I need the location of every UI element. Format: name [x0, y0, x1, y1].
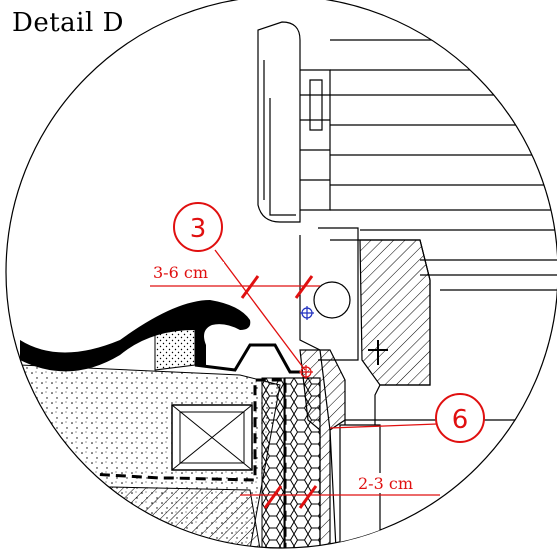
callout-3: 3 [173, 202, 223, 252]
callout-6-label: 6 [452, 405, 469, 435]
flashing [194, 343, 300, 374]
dimension-label-3-6cm: 3-6 cm [153, 263, 208, 282]
dimension-lines [150, 249, 440, 509]
dimension-label-2-3cm: 2-3 cm [358, 474, 413, 493]
section-content [19, 21, 557, 548]
roof-membrane [20, 300, 251, 372]
hex-insulation [284, 377, 321, 548]
callout-6: 6 [435, 393, 485, 443]
window-frame-upper [257, 21, 557, 223]
callout-3-label: 3 [190, 214, 207, 244]
base-hatch [19, 484, 261, 548]
detail-title: Detail D [12, 8, 124, 38]
frame-hatch [359, 239, 431, 386]
marker-red [299, 365, 313, 379]
marker-blue [300, 306, 314, 320]
